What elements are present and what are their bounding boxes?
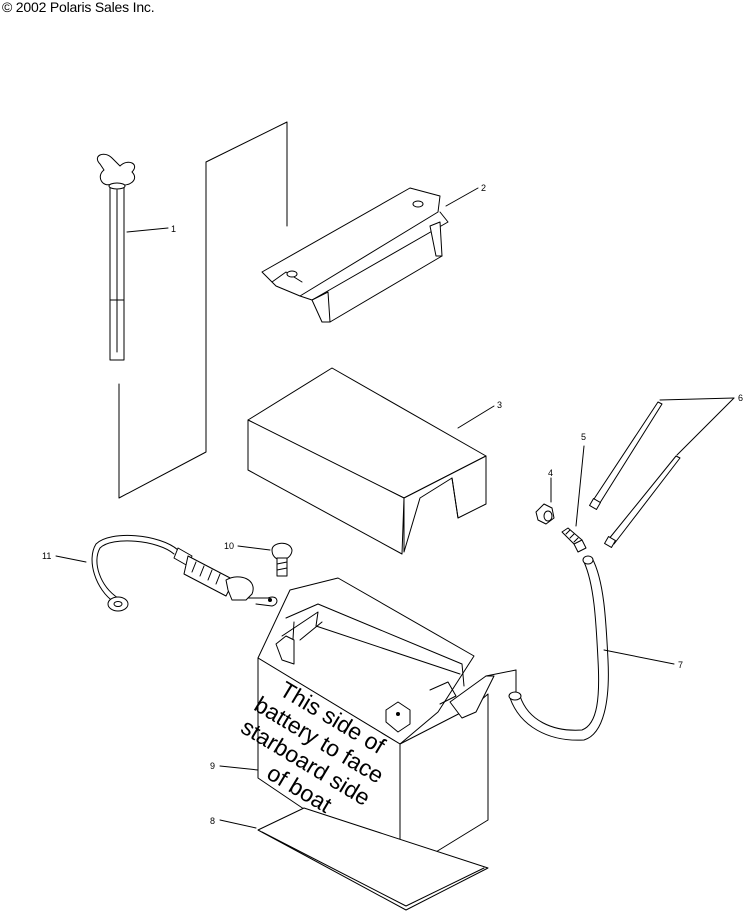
leader-3 (457, 405, 495, 429)
leader-9 (219, 765, 259, 771)
part-1-hold-down-bolt (96, 153, 136, 361)
callout-9: 9 (210, 761, 215, 771)
callout-11: 11 (42, 551, 51, 561)
guide-line-bracket (118, 121, 288, 499)
callout-2: 2 (481, 183, 486, 193)
leader-7 (603, 649, 675, 665)
leader-8 (219, 819, 257, 829)
leader-2 (445, 187, 479, 207)
part-2-battery-bracket (261, 187, 449, 323)
callout-7: 7 (678, 660, 683, 670)
part-8-battery-pad (257, 807, 489, 911)
part-5-screw (561, 527, 587, 553)
leader-11 (55, 555, 87, 563)
copyright-text: © 2002 Polaris Sales Inc. (2, 0, 155, 15)
callout-5: 5 (581, 432, 586, 442)
part-9-battery (257, 577, 517, 875)
callout-4: 4 (548, 468, 553, 478)
callout-numbers: 1 2 3 4 5 6 7 8 9 10 11 (42, 183, 743, 826)
part-10-bolt (271, 542, 293, 577)
leader-6a (659, 397, 735, 401)
leader-lines (55, 187, 735, 829)
callout-1: 1 (171, 224, 176, 234)
part-6-cable-ties (589, 401, 681, 548)
leader-1 (126, 227, 169, 233)
leader-6b (676, 397, 735, 456)
callout-6: 6 (738, 393, 743, 403)
part-4-nut (535, 503, 555, 525)
callout-3: 3 (497, 400, 502, 410)
part-11-ground-cable (91, 534, 278, 612)
callout-8: 8 (210, 816, 215, 826)
callout-10: 10 (224, 541, 234, 551)
part-7-vent-hose (508, 555, 609, 741)
leader-5 (575, 445, 585, 527)
part-3-battery-cover (247, 367, 487, 555)
leader-10 (237, 545, 271, 551)
